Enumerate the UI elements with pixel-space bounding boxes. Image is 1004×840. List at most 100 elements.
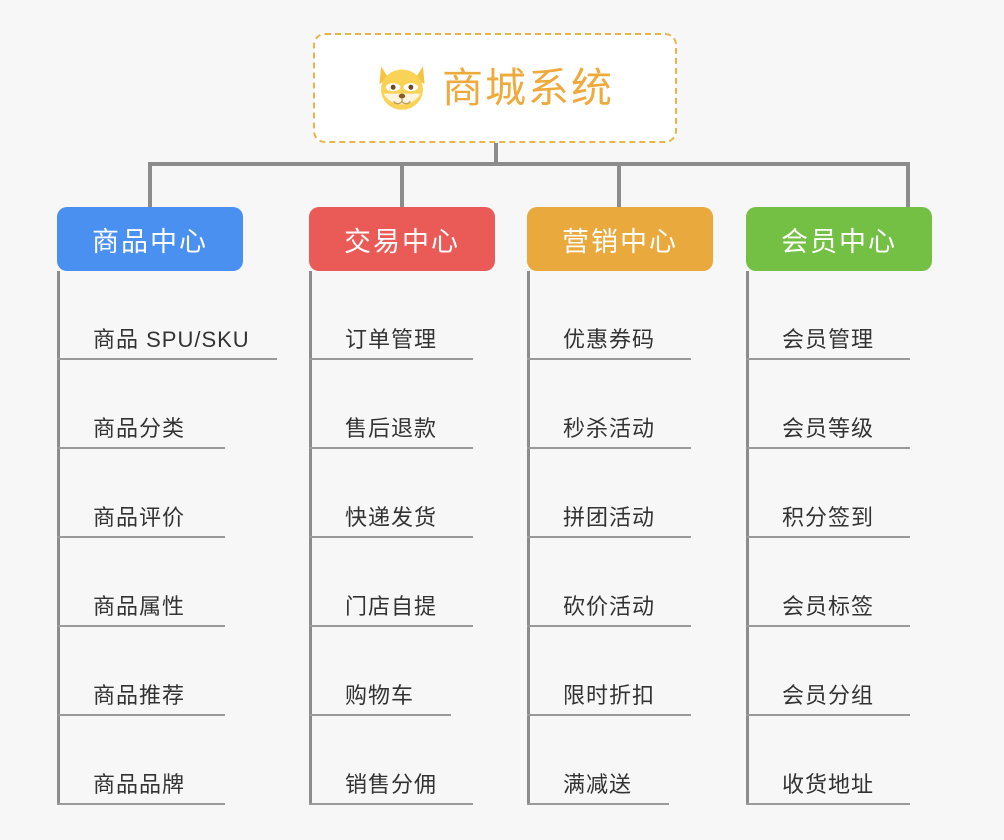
list-item-label: 门店自提 <box>345 594 438 619</box>
connector-drop-3 <box>617 162 621 208</box>
category-column-3: 营销中心 优惠券码 秒杀活动 拼团活动 砍价活动 限时折扣 <box>527 207 713 805</box>
connector-drop-1 <box>148 162 152 208</box>
list-item[interactable]: 会员等级 <box>746 360 932 449</box>
list-item[interactable]: 优惠券码 <box>527 271 713 360</box>
list-item-label: 拼团活动 <box>563 505 656 530</box>
list-item-label: 积分签到 <box>782 505 875 530</box>
category-items-1: 商品 SPU/SKU 商品分类 商品评价 商品属性 商品推荐 商品品牌 <box>57 271 277 805</box>
list-item-label: 商品品牌 <box>93 772 186 797</box>
list-item[interactable]: 会员标签 <box>746 538 932 627</box>
category-spine-1 <box>57 271 60 805</box>
list-item[interactable]: 商品评价 <box>57 449 243 538</box>
category-column-1: 商品中心 商品 SPU/SKU 商品分类 商品评价 商品属性 商品推荐 <box>57 207 277 805</box>
list-item-label: 售后退款 <box>345 416 438 441</box>
list-item[interactable]: 商品推荐 <box>57 627 243 716</box>
list-item-underline <box>746 447 910 449</box>
category-spine-3 <box>527 271 530 805</box>
category-items-3: 优惠券码 秒杀活动 拼团活动 砍价活动 限时折扣 满减送 <box>527 271 713 805</box>
list-item-underline <box>527 714 691 716</box>
list-item-label: 满减送 <box>563 772 633 797</box>
list-item-label: 快递发货 <box>345 505 438 530</box>
list-item[interactable]: 订单管理 <box>309 271 495 360</box>
list-item[interactable]: 商品品牌 <box>57 716 243 805</box>
list-item[interactable]: 收货地址 <box>746 716 932 805</box>
connector-horizontal-bar <box>148 162 910 166</box>
list-item-label: 商品评价 <box>93 505 186 530</box>
list-item[interactable]: 门店自提 <box>309 538 495 627</box>
list-item[interactable]: 积分签到 <box>746 449 932 538</box>
list-item-label: 商品分类 <box>93 416 186 441</box>
list-item-underline <box>746 536 910 538</box>
list-item[interactable]: 会员分组 <box>746 627 932 716</box>
list-item-label: 会员等级 <box>782 416 875 441</box>
list-item-underline <box>309 803 473 805</box>
list-item-underline <box>746 803 910 805</box>
list-item-label: 限时折扣 <box>563 683 656 708</box>
category-header-4[interactable]: 会员中心 <box>746 207 932 271</box>
list-item-label: 订单管理 <box>345 327 438 352</box>
list-item-label: 商品 SPU/SKU <box>93 327 250 352</box>
category-title-4: 会员中心 <box>781 226 897 257</box>
list-item-underline <box>309 625 473 627</box>
shiba-dog-icon <box>379 66 425 110</box>
list-item[interactable]: 拼团活动 <box>527 449 713 538</box>
list-item-underline <box>746 714 910 716</box>
list-item[interactable]: 会员管理 <box>746 271 932 360</box>
list-item[interactable]: 砍价活动 <box>527 538 713 627</box>
connector-drop-2 <box>400 162 404 208</box>
list-item[interactable]: 购物车 <box>309 627 495 716</box>
list-item-underline <box>527 625 691 627</box>
list-item-underline <box>57 536 225 538</box>
list-item-underline <box>309 714 451 716</box>
list-item-underline <box>527 536 691 538</box>
list-item-underline <box>746 358 910 360</box>
list-item[interactable]: 快递发货 <box>309 449 495 538</box>
list-item-underline <box>527 358 691 360</box>
list-item-label: 会员标签 <box>782 594 875 619</box>
list-item-underline <box>57 714 225 716</box>
category-header-2[interactable]: 交易中心 <box>309 207 495 271</box>
list-item-underline <box>57 358 277 360</box>
list-item-underline <box>527 447 691 449</box>
list-item-label: 商品属性 <box>93 594 186 619</box>
list-item-label: 收货地址 <box>782 772 875 797</box>
list-item[interactable]: 满减送 <box>527 716 713 805</box>
list-item-label: 砍价活动 <box>563 594 656 619</box>
category-header-3[interactable]: 营销中心 <box>527 207 713 271</box>
root-title: 商城系统 <box>442 64 614 111</box>
category-column-4: 会员中心 会员管理 会员等级 积分签到 会员标签 会员分组 <box>746 207 932 805</box>
list-item[interactable]: 商品 SPU/SKU <box>57 271 277 360</box>
list-item-underline <box>746 625 910 627</box>
list-item-label: 会员分组 <box>782 683 875 708</box>
list-item-label: 购物车 <box>345 683 415 708</box>
category-header-1[interactable]: 商品中心 <box>57 207 243 271</box>
category-title-1: 商品中心 <box>92 226 208 257</box>
list-item-underline <box>309 447 473 449</box>
root-node-content: 商城系统 <box>376 63 614 113</box>
list-item[interactable]: 售后退款 <box>309 360 495 449</box>
category-title-3: 营销中心 <box>562 226 678 257</box>
category-items-2: 订单管理 售后退款 快递发货 门店自提 购物车 销售分佣 <box>309 271 495 805</box>
list-item-underline <box>57 447 225 449</box>
category-spine-2 <box>309 271 312 805</box>
list-item-label: 销售分佣 <box>345 772 438 797</box>
list-item-underline <box>527 803 669 805</box>
list-item-label: 会员管理 <box>782 327 875 352</box>
list-item[interactable]: 商品属性 <box>57 538 243 627</box>
root-node[interactable]: 商城系统 <box>313 33 677 143</box>
list-item-underline <box>309 536 473 538</box>
category-column-2: 交易中心 订单管理 售后退款 快递发货 门店自提 购物车 <box>309 207 495 805</box>
list-item-underline <box>57 803 225 805</box>
list-item[interactable]: 销售分佣 <box>309 716 495 805</box>
connector-drop-4 <box>906 162 910 208</box>
list-item[interactable]: 商品分类 <box>57 360 243 449</box>
list-item-label: 商品推荐 <box>93 683 186 708</box>
list-item[interactable]: 限时折扣 <box>527 627 713 716</box>
category-spine-4 <box>746 271 749 805</box>
list-item[interactable]: 秒杀活动 <box>527 360 713 449</box>
list-item-label: 优惠券码 <box>563 327 656 352</box>
list-item-underline <box>309 358 473 360</box>
connector-root-stem <box>494 143 498 164</box>
list-item-underline <box>57 625 225 627</box>
